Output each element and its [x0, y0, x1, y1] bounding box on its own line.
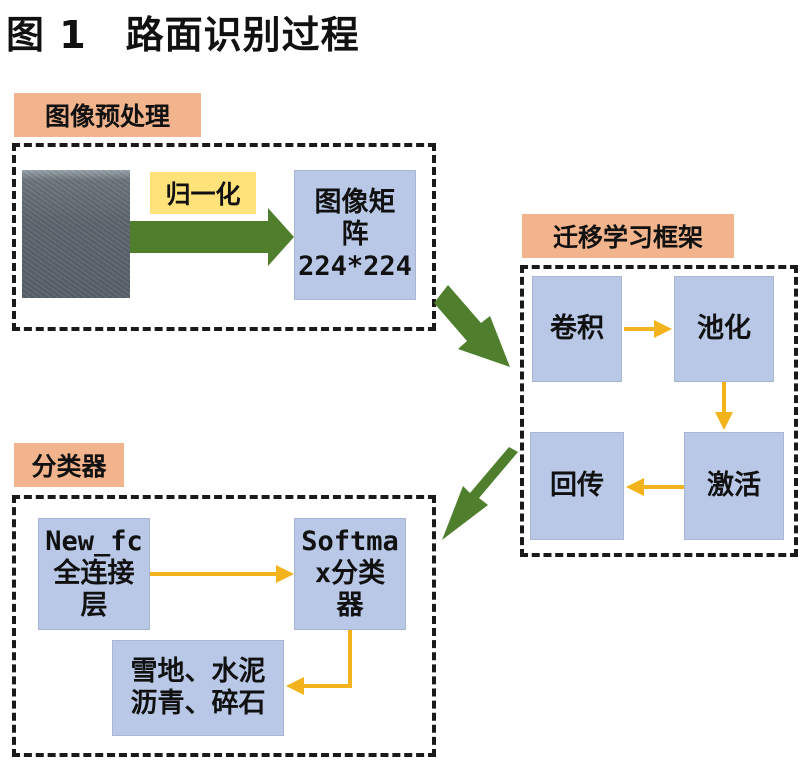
- classifier-group: [12, 495, 436, 757]
- output-classes-node: 雪地、水泥 沥青、碎石: [112, 640, 284, 736]
- backprop-node: 回传: [530, 432, 624, 540]
- road-surface-image: [22, 170, 130, 298]
- yellow-arrow-softmax-output: [304, 630, 352, 688]
- preprocess-group: [12, 143, 436, 331]
- conv-node: 卷积: [532, 276, 622, 382]
- pool-node: 池化: [674, 276, 774, 382]
- normalize-label: 归一化: [150, 172, 256, 214]
- fc-layer-node: New_fc 全连接 层: [38, 518, 150, 630]
- page-title: 图 1 路面识别过程: [6, 13, 360, 57]
- section-label-preprocess: 图像预处理: [14, 93, 201, 137]
- transfer-group: [520, 265, 798, 557]
- section-label-transfer: 迁移学习框架: [522, 214, 734, 258]
- green-arrow-to-classifier: [442, 447, 518, 540]
- image-matrix-node: 图像矩 阵 224*224: [294, 170, 416, 300]
- green-arrow-to-transfer: [434, 285, 510, 367]
- section-label-classifier: 分类器: [14, 443, 124, 487]
- activate-node: 激活: [684, 432, 784, 540]
- softmax-node: Softma x分类 器: [294, 518, 406, 630]
- green-arrow-normalize: [130, 208, 294, 266]
